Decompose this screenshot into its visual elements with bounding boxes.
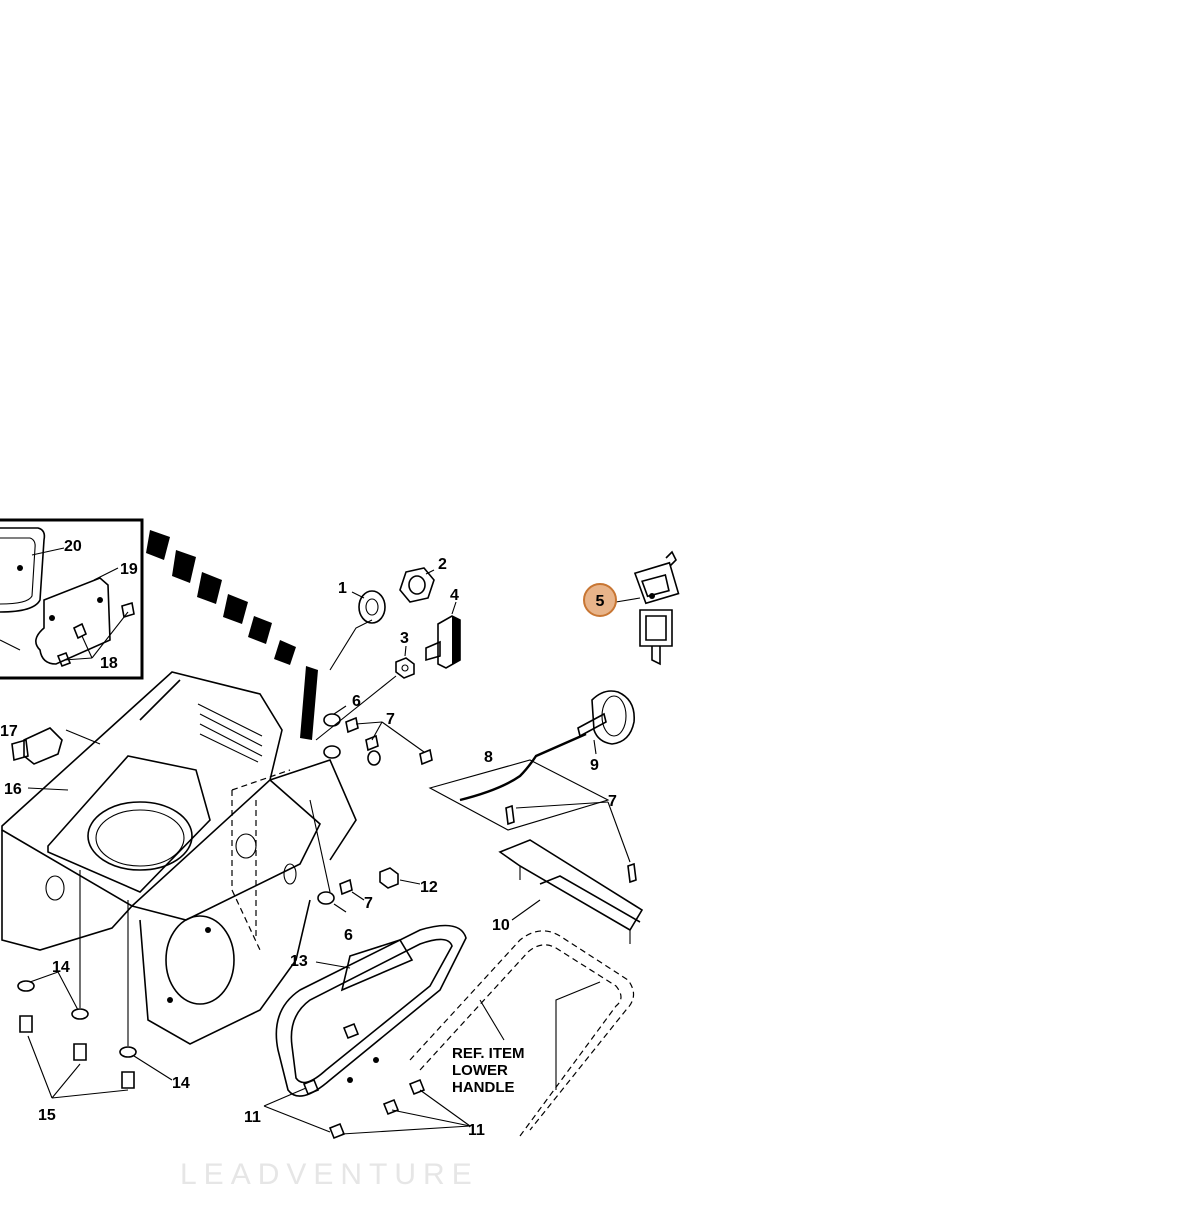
callout-5: 5 [596,593,605,610]
callout-14a: 14 [52,959,70,976]
part-6-7-upper: 6 7 [323,693,433,766]
callout-7b: 7 [608,793,617,810]
callout-19: 19 [120,561,138,578]
part-8: 8 [459,732,587,802]
callout-10: 10 [492,917,510,934]
callout-20: 20 [64,538,82,555]
part-3: 3 [395,630,415,679]
callout-4: 4 [450,587,459,604]
callout-7a: 7 [386,711,395,728]
callout-11b: 11 [468,1122,485,1139]
inset-leader-stripes [146,530,318,740]
callout-13: 13 [290,953,308,970]
lower-handle-ref: REF. ITEM LOWER HANDLE [409,930,635,1137]
part-6-7-lower: 6 7 [309,799,373,944]
part-13: 13 [275,924,467,1097]
callout-6b: 6 [344,927,353,944]
housing [1,671,357,1045]
part-1: 1 [338,580,386,624]
callout-1: 1 [338,580,347,597]
part-4: 4 [425,587,461,669]
part-11: 11 11 [244,1022,485,1140]
part-9: 9 [577,690,635,774]
ref-note-line2: LOWER [452,1062,508,1079]
ref-note-line1: REF. ITEM [452,1045,525,1062]
part-5: 5 [583,550,680,666]
callout-2: 2 [438,556,447,573]
ref-note-line3: HANDLE [452,1079,515,1096]
callout-3: 3 [400,630,409,647]
part-14-15: 14 14 15 [17,870,190,1124]
part-16-17: 17 16 [0,723,101,798]
callout-11a: 11 [244,1109,261,1126]
callout-5-highlight [583,583,617,617]
watermark: LEADVENTURE [180,1158,479,1191]
callout-6a: 6 [352,693,361,710]
part-7-10-right: 7 10 [428,759,644,944]
callout-14b: 14 [172,1075,190,1092]
callout-16: 16 [4,781,22,798]
inset-detail: 20 19 18 [0,518,144,680]
callout-9: 9 [590,757,599,774]
callout-8: 8 [484,749,493,766]
part-12: 12 [379,867,438,896]
callout-12: 12 [420,879,438,896]
part-2: 2 [399,556,447,603]
callout-18: 18 [100,655,118,672]
callout-15: 15 [38,1107,56,1124]
callout-7c: 7 [364,895,373,912]
callout-17: 17 [0,723,18,740]
